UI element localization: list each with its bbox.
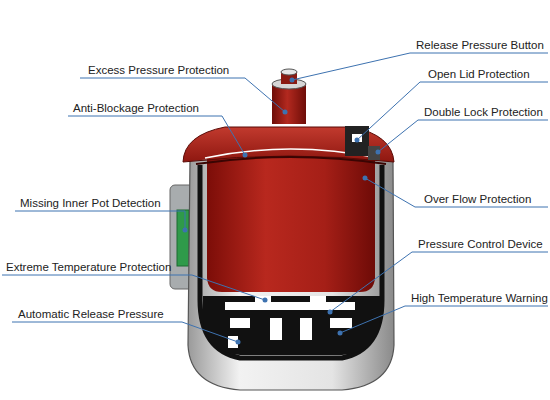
leader-line bbox=[357, 82, 548, 140]
lock-pin bbox=[368, 146, 380, 160]
base-part bbox=[330, 318, 352, 328]
callout-label: Open Lid Protection bbox=[428, 67, 530, 81]
callout-label: Extreme Temperature Protection bbox=[6, 260, 171, 274]
lid-rim bbox=[196, 157, 386, 164]
lid-latch bbox=[345, 126, 369, 156]
heating-base bbox=[203, 296, 380, 355]
inner-pot bbox=[207, 155, 375, 292]
leader-line bbox=[340, 306, 548, 333]
callout-label: Over Flow Protection bbox=[424, 192, 531, 206]
callout-label: Automatic Release Pressure bbox=[18, 307, 164, 321]
leader-dot bbox=[328, 310, 333, 315]
detection-panel bbox=[177, 210, 189, 266]
leader-line bbox=[15, 211, 185, 230]
leader-dot bbox=[363, 176, 368, 181]
heating-plate bbox=[225, 302, 355, 310]
leader-dot bbox=[236, 340, 241, 345]
leader-dot bbox=[183, 228, 188, 233]
callout-label: Pressure Control Device bbox=[418, 237, 543, 251]
leader-dot bbox=[263, 298, 268, 303]
leader-dot bbox=[243, 153, 248, 158]
leader-lines bbox=[2, 53, 548, 342]
base-part bbox=[270, 318, 282, 340]
leader-line bbox=[330, 252, 548, 312]
callout-label: Release Pressure Button bbox=[416, 38, 544, 52]
leader-line bbox=[365, 178, 548, 207]
callout-label: Missing Inner Pot Detection bbox=[20, 196, 161, 210]
leader-line bbox=[68, 116, 245, 155]
callout-label: Double Lock Protection bbox=[424, 105, 543, 119]
leader-line bbox=[2, 275, 265, 300]
base-part bbox=[300, 318, 312, 340]
leader-dots bbox=[183, 78, 381, 345]
latch-window bbox=[352, 134, 362, 142]
cap-top bbox=[281, 69, 297, 75]
leader-dot bbox=[376, 150, 381, 155]
callout-label: Excess Pressure Protection bbox=[88, 63, 229, 77]
leader-line bbox=[12, 322, 238, 342]
leader-dot bbox=[283, 110, 288, 115]
leader-line bbox=[292, 53, 548, 80]
leader-line bbox=[378, 120, 548, 152]
callout-label: High Temperature Warning bbox=[411, 291, 548, 305]
release-button bbox=[272, 84, 306, 124]
leader-dot bbox=[355, 138, 360, 143]
sensor bbox=[310, 296, 326, 302]
leader-dot bbox=[290, 78, 295, 83]
leader-dot bbox=[338, 331, 343, 336]
base-part bbox=[230, 318, 250, 328]
callout-label: Anti-Blockage Protection bbox=[73, 101, 199, 115]
